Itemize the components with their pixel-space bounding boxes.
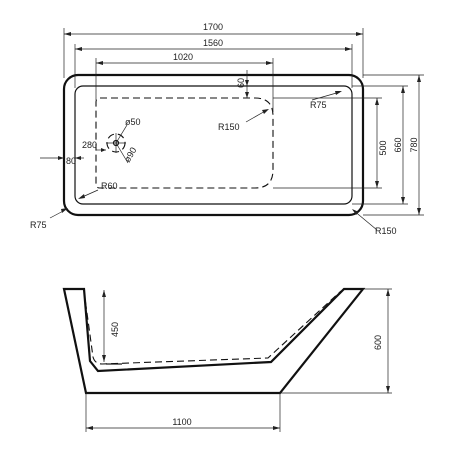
dim-60-label: 60 [236, 78, 246, 88]
dim-r150-basin-label: R150 [218, 122, 240, 132]
dim-80-label: 80 [66, 156, 76, 166]
dim-450-label: 450 [110, 322, 120, 337]
tub-side-inner-dashed [83, 290, 342, 365]
dim-1020-label: 1020 [173, 52, 193, 62]
dim-500-label: 500 [378, 140, 388, 155]
side-view: 450 600 1100 [62, 287, 392, 432]
dim-1700-label: 1700 [203, 22, 223, 32]
dim-r75-left-label: R75 [30, 220, 47, 230]
dim-r150-right-label: R150 [375, 226, 397, 236]
top-view: 1700 1560 1020 60 R75 R150 ø50 ø90 [30, 22, 424, 236]
dim-o50-label: ø50 [125, 117, 141, 127]
dim-r75-top-label: R75 [310, 100, 327, 110]
dim-1560-label: 1560 [203, 38, 223, 48]
dim-r60-label: R60 [101, 181, 118, 191]
dim-o90-label: ø90 [122, 146, 138, 164]
dim-660-label: 660 [393, 137, 403, 152]
tub-inner-outline [74, 85, 353, 205]
dim-780-label: 780 [409, 137, 419, 152]
tub-outer-outline [62, 73, 365, 217]
dim-600-label: 600 [373, 335, 383, 350]
basin-dashed-outline [95, 97, 274, 189]
dim-1100-label: 1100 [172, 417, 191, 427]
tub-side-profile [62, 287, 366, 395]
dim-280-label: 280 [82, 140, 97, 150]
